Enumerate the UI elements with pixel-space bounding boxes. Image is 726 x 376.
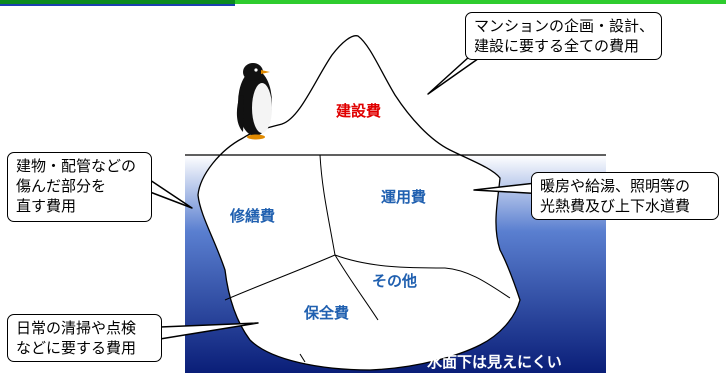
callout-maintenance-line2: などに要する費用	[16, 339, 137, 357]
label-other: その他	[372, 272, 418, 290]
header-bar-dark	[0, 0, 235, 4]
label-repair: 修繕費	[230, 207, 276, 225]
label-construction: 建設費	[336, 102, 382, 120]
label-operation: 運用費	[381, 188, 427, 206]
divider-other-top	[334, 254, 511, 299]
callout-operation: 暖房や給湯、照明等の 光熱費及び上下水道費	[531, 172, 719, 220]
callout-construction: マンションの企画・設計、 建設に要する全ての費用	[465, 12, 662, 60]
divider-repair-operation	[319, 154, 336, 256]
callout-repair: 建物・配管などの 傷んだ部分を 直す費用	[7, 152, 152, 222]
header-bar-light	[235, 0, 726, 4]
callout-maintenance: 日常の清掃や点検 などに要する費用	[7, 314, 162, 362]
callout-repair-line3: 直す費用	[16, 197, 77, 215]
penguin-icon	[236, 63, 272, 140]
iceberg-body	[197, 35, 521, 371]
divider-maintenance-top	[224, 254, 336, 301]
label-maintenance: 保全費	[304, 304, 350, 322]
callout-operation-line2: 光熱費及び上下水道費	[540, 197, 691, 215]
callout-maintenance-line1: 日常の清掃や点検	[16, 319, 137, 337]
callout-operation-line1: 暖房や給湯、照明等の	[540, 177, 691, 195]
header-bar-underline	[0, 4, 235, 6]
callout-repair-line1: 建物・配管などの	[16, 157, 137, 175]
divider-other-maintenance	[334, 254, 379, 321]
callout-construction-line2: 建設に要する全ての費用	[474, 37, 640, 55]
callout-construction-line1: マンションの企画・設計、	[474, 17, 655, 35]
water-caption: 水面下は見えにくい	[427, 353, 562, 371]
callout-repair-line2: 傷んだ部分を	[16, 177, 107, 195]
